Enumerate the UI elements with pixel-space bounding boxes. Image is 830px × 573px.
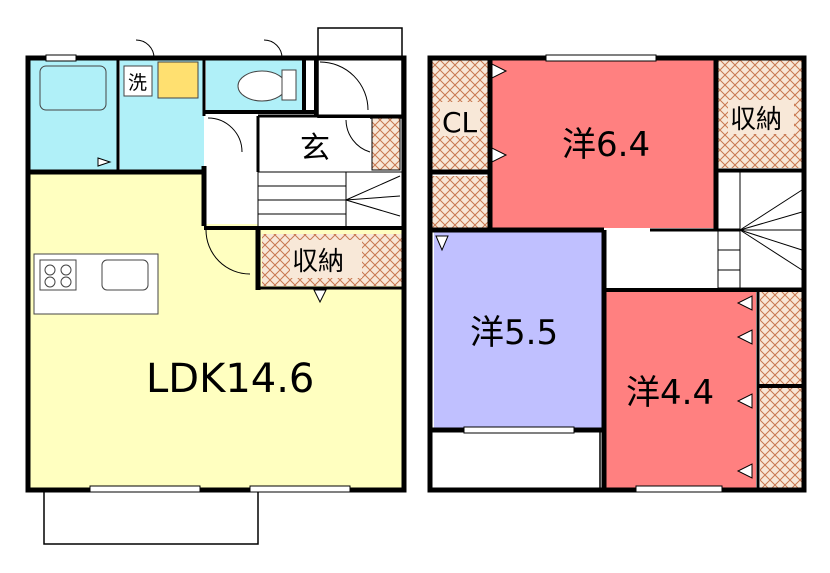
washroom-label: 洗 — [128, 72, 147, 94]
floor1-hall — [206, 112, 258, 224]
room-5-5-label: 洋5.5 — [470, 313, 558, 353]
floor1-porch — [317, 27, 403, 119]
ldk-label: LDK14.6 — [146, 356, 314, 402]
entrance-label: 玄 — [300, 131, 330, 166]
kitchen-counter — [33, 253, 159, 315]
entrance-shoe-storage — [371, 117, 401, 171]
floor2-door-markers — [435, 63, 753, 479]
room-6-4 — [490, 60, 716, 228]
room-6-4-label: 洋6.4 — [562, 125, 650, 165]
bathtub — [39, 65, 107, 111]
room-5-5 — [434, 232, 602, 428]
room-4-4-label: 洋4.4 — [626, 373, 714, 413]
room-4-4 — [606, 292, 756, 488]
floor1-stairs — [257, 171, 403, 229]
closet-2 — [432, 176, 488, 228]
floor1-storage-label: 収納 — [292, 247, 344, 277]
toilet-bowl — [237, 70, 287, 102]
room-4-4-closet-a — [760, 292, 802, 384]
closet-label: CL — [442, 106, 478, 139]
floor2-hall — [604, 230, 716, 288]
room-4-4-closet-b — [760, 388, 802, 488]
entrance — [260, 118, 370, 170]
washroom-sink — [157, 61, 199, 99]
floor1-windows — [45, 54, 351, 493]
floor1-terrace — [43, 489, 259, 545]
floor2-windows — [463, 54, 723, 493]
floor2-balcony — [429, 429, 601, 491]
floor2-storage-label: 収納 — [730, 105, 782, 135]
floor-2-plan: CL 洋6.4 収納 洋5.5 洋4.4 — [427, 54, 807, 493]
floor-1-plan: 洗 玄 収納 — [25, 27, 407, 545]
floor1-walls — [25, 55, 407, 493]
